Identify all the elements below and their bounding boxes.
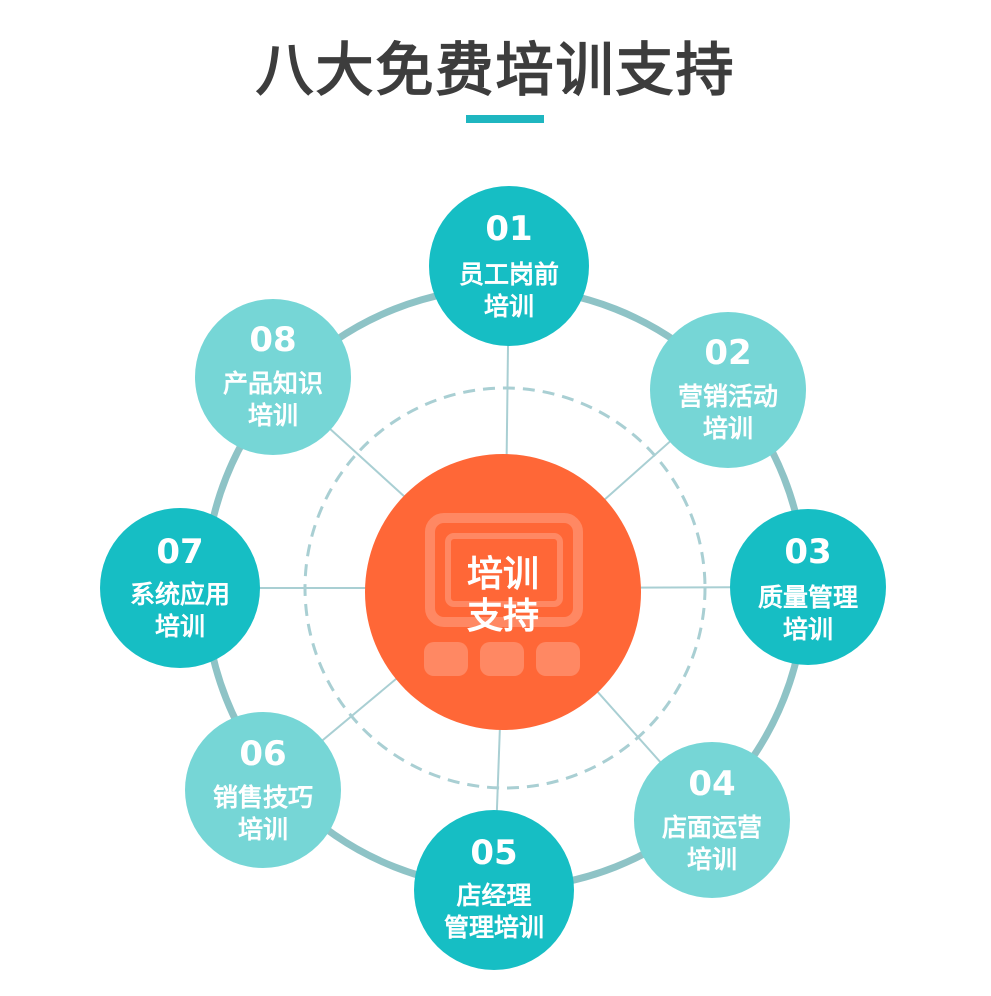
node-03: 03 质量管理 培训 xyxy=(730,509,886,665)
node-03-number: 03 xyxy=(784,532,831,572)
node-03-circle xyxy=(730,509,886,665)
node-03-label-line-2: 培训 xyxy=(783,615,833,644)
node-01-label-line-1: 员工岗前 xyxy=(459,260,559,289)
presentation-icon xyxy=(424,513,583,676)
node-04-number: 04 xyxy=(688,764,735,804)
node-01: 01 员工岗前 培训 xyxy=(429,186,589,346)
node-05-label-line-1: 店经理 xyxy=(456,881,531,910)
node-01-number: 01 xyxy=(485,209,532,249)
node-05-number: 05 xyxy=(470,833,517,873)
node-03-label-line-1: 质量管理 xyxy=(758,583,858,612)
node-02: 02 营销活动 培训 xyxy=(650,312,806,468)
node-01-label-line-2: 培训 xyxy=(484,292,534,321)
node-07-number: 07 xyxy=(156,532,203,572)
node-02-number: 02 xyxy=(704,333,751,373)
node-07-label-line-1: 系统应用 xyxy=(130,580,230,609)
title-underline xyxy=(466,115,544,123)
node-02-label-line-2: 培训 xyxy=(703,414,753,443)
node-06-label-line-2: 培训 xyxy=(238,815,288,844)
node-08: 08 产品知识 培训 xyxy=(195,299,351,455)
node-02-label-line-1: 营销活动 xyxy=(678,382,778,411)
node-05: 05 店经理 管理培训 xyxy=(414,810,574,970)
node-01-circle xyxy=(429,186,589,346)
center-hub: 培训 支持 xyxy=(365,454,641,730)
node-04-label-line-2: 培训 xyxy=(687,845,737,874)
node-06-label-line-1: 销售技巧 xyxy=(213,783,313,812)
node-06: 06 销售技巧 培训 xyxy=(185,712,341,868)
node-08-number: 08 xyxy=(249,320,296,360)
node-08-circle xyxy=(195,299,351,455)
center-label-line-1: 培训 xyxy=(467,554,539,595)
node-02-circle xyxy=(650,312,806,468)
page-title: 八大免费培训支持 xyxy=(255,36,736,104)
node-07: 07 系统应用 培训 xyxy=(100,508,260,668)
node-04: 04 店面运营 培训 xyxy=(634,742,790,898)
node-06-number: 06 xyxy=(239,734,286,774)
node-06-circle xyxy=(185,712,341,868)
node-07-label-line-2: 培训 xyxy=(155,612,205,641)
node-04-circle xyxy=(634,742,790,898)
node-08-label-line-2: 培训 xyxy=(248,401,298,430)
node-07-circle xyxy=(100,508,260,668)
node-08-label-line-1: 产品知识 xyxy=(223,369,323,398)
node-04-label-line-1: 店面运营 xyxy=(662,813,762,842)
node-05-circle xyxy=(414,810,574,970)
center-label-line-2: 支持 xyxy=(467,596,539,637)
node-05-label-line-2: 管理培训 xyxy=(444,913,544,942)
